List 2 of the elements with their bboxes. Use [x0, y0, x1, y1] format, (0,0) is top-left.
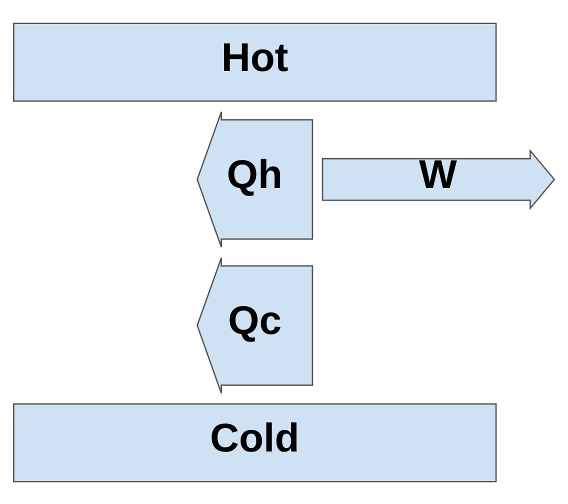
node-box: Cold	[12, 402, 497, 482]
node-box: Hot	[12, 22, 497, 102]
